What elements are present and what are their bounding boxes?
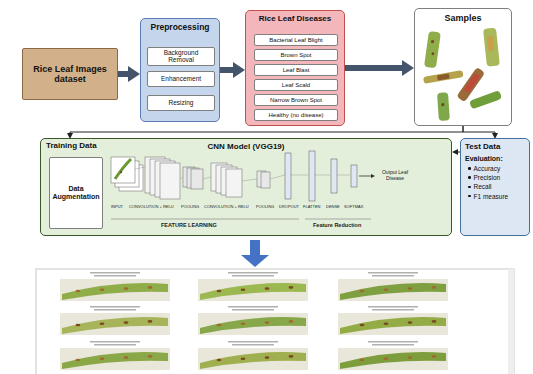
box-label: Enhancement xyxy=(161,75,201,82)
bullet-dot xyxy=(468,176,471,179)
samples-panel: Samples xyxy=(414,8,512,126)
bullet-dot xyxy=(468,167,471,170)
bullet-dot xyxy=(468,186,471,189)
box-label: Data Augmentation xyxy=(52,185,100,201)
layer-label: POOLING xyxy=(256,205,274,209)
panel-heading: Samples xyxy=(415,13,511,23)
step-box: Background Removal xyxy=(147,47,215,66)
box-label: Background Removal xyxy=(150,49,212,64)
bullet-row: Accuracy xyxy=(468,165,525,172)
layer-label: POOLING xyxy=(181,205,199,209)
metric-label: F1 measure xyxy=(474,193,509,200)
panel-heading: Test Data xyxy=(465,143,525,152)
disease-box: Leaf Scald xyxy=(254,79,338,91)
training-panel: Training DataCNN Model (VGG19) Data Augme… xyxy=(40,138,452,236)
layer-label: SOFTMAX xyxy=(344,205,363,209)
box-label: Bacterial Leaf Blight xyxy=(269,37,322,44)
step-box: Enhancement xyxy=(147,71,215,87)
flow-arrow xyxy=(345,65,402,71)
down-arrow xyxy=(241,240,269,267)
panel-heading: Preprocessing xyxy=(141,23,219,33)
augmentation-box: Data Augmentation xyxy=(49,157,103,229)
box-label: Narrow Brown Spot xyxy=(270,97,322,104)
output-label: Output Leaf Disease xyxy=(378,170,412,181)
dataset-box: Rice Leaf Images dataset xyxy=(22,48,118,100)
box-label: Healthy (no disease) xyxy=(268,112,323,119)
flow-arrow xyxy=(220,67,233,73)
bullet-row: Recall xyxy=(468,183,525,190)
layer-label: CONVOLUTION + RELU xyxy=(129,205,174,209)
box-label: Rice Leaf Images dataset xyxy=(25,64,115,84)
box-label: Leaf Blast xyxy=(283,67,310,74)
layer-label: DENSE xyxy=(326,205,340,209)
model-title: CNN Model (VGG19) xyxy=(41,143,451,152)
layer-label: FLATTEN xyxy=(303,205,320,209)
diseases-panel: Rice Leaf DiseasesBacterial Leaf BlightB… xyxy=(245,10,345,126)
box-label: Leaf Scald xyxy=(282,82,310,89)
panel-heading: Training Data xyxy=(46,142,97,151)
layer-label: INPUT xyxy=(111,205,123,209)
metric-label: Recall xyxy=(474,183,492,190)
disease-box: Narrow Brown Spot xyxy=(254,94,338,106)
metric-label: Accuracy xyxy=(474,165,501,172)
disease-box: Leaf Blast xyxy=(254,64,338,76)
leaf-samples xyxy=(415,9,513,127)
test-panel: Test DataEvaluation: AccuracyPrecisionRec… xyxy=(460,138,530,236)
flow-arrow xyxy=(118,71,128,77)
box-label: Brown Spot xyxy=(280,52,311,59)
disease-box: Bacterial Leaf Blight xyxy=(254,34,338,46)
bullet-dot xyxy=(468,195,471,198)
preprocessing-panel: PreprocessingBackground RemovalEnhanceme… xyxy=(140,18,220,122)
bullet-row: Precision xyxy=(468,174,525,181)
stage-label: FEATURE LEARNING xyxy=(161,222,217,228)
disease-box: Healthy (no disease) xyxy=(254,109,338,121)
disease-box: Brown Spot xyxy=(254,49,338,61)
connector-arrow xyxy=(463,126,495,133)
step-box: Resizing xyxy=(147,95,215,111)
results-panel xyxy=(36,269,514,374)
eval-heading: Evaluation: xyxy=(465,155,525,163)
layer-label: CONVOLUTION + RELU xyxy=(204,205,249,209)
panel-heading: Rice Leaf Diseases xyxy=(246,15,344,24)
bullet-row: F1 measure xyxy=(468,193,525,200)
box-label: Resizing xyxy=(169,99,194,106)
metric-label: Precision xyxy=(474,174,501,181)
connector-arrow xyxy=(70,126,463,133)
stage-label: Feature Reduction xyxy=(313,222,361,228)
layer-label: DROPOUT xyxy=(279,205,299,209)
